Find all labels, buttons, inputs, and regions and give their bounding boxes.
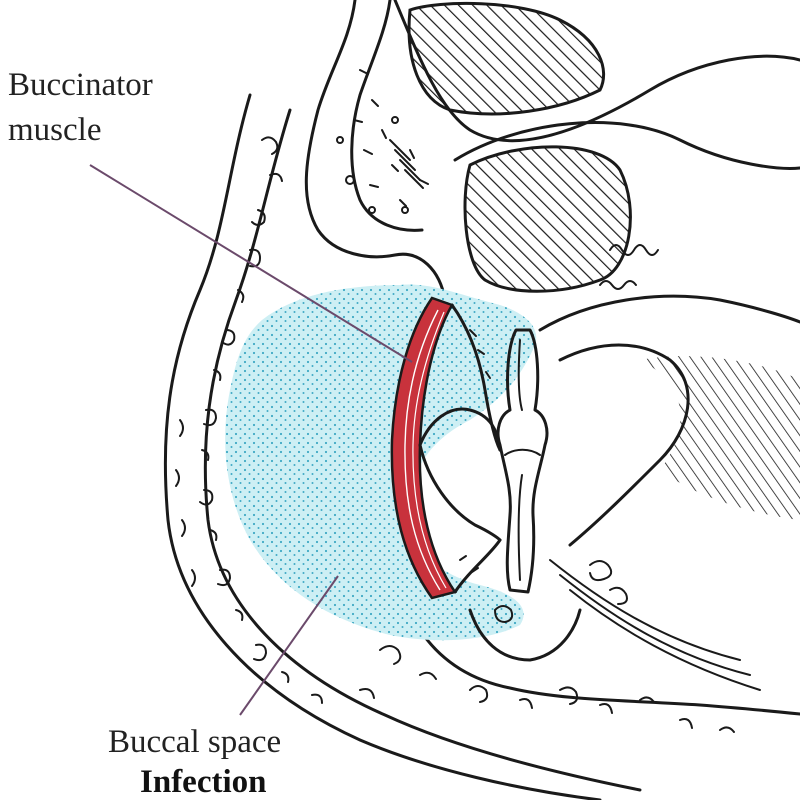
maxillary-sinus <box>393 0 800 293</box>
palate-region <box>538 244 800 605</box>
buccinator-label-line1: Buccinator <box>8 67 153 103</box>
buccinator-leader-line <box>89 164 413 363</box>
buccal-space-leader-line <box>239 575 339 716</box>
cheek-outer-contour <box>163 93 642 802</box>
tooth <box>468 328 582 662</box>
oral-vestibule <box>418 303 502 594</box>
buccal-space-label-line1: Buccal space <box>108 724 281 760</box>
buccal-space-infection-region <box>225 284 537 641</box>
maxilla-bone <box>304 0 447 302</box>
lower-soft-tissue <box>359 559 800 733</box>
buccal-space-label-line2: Infection <box>140 764 267 800</box>
buccinator-label-line2: muscle <box>8 112 101 148</box>
